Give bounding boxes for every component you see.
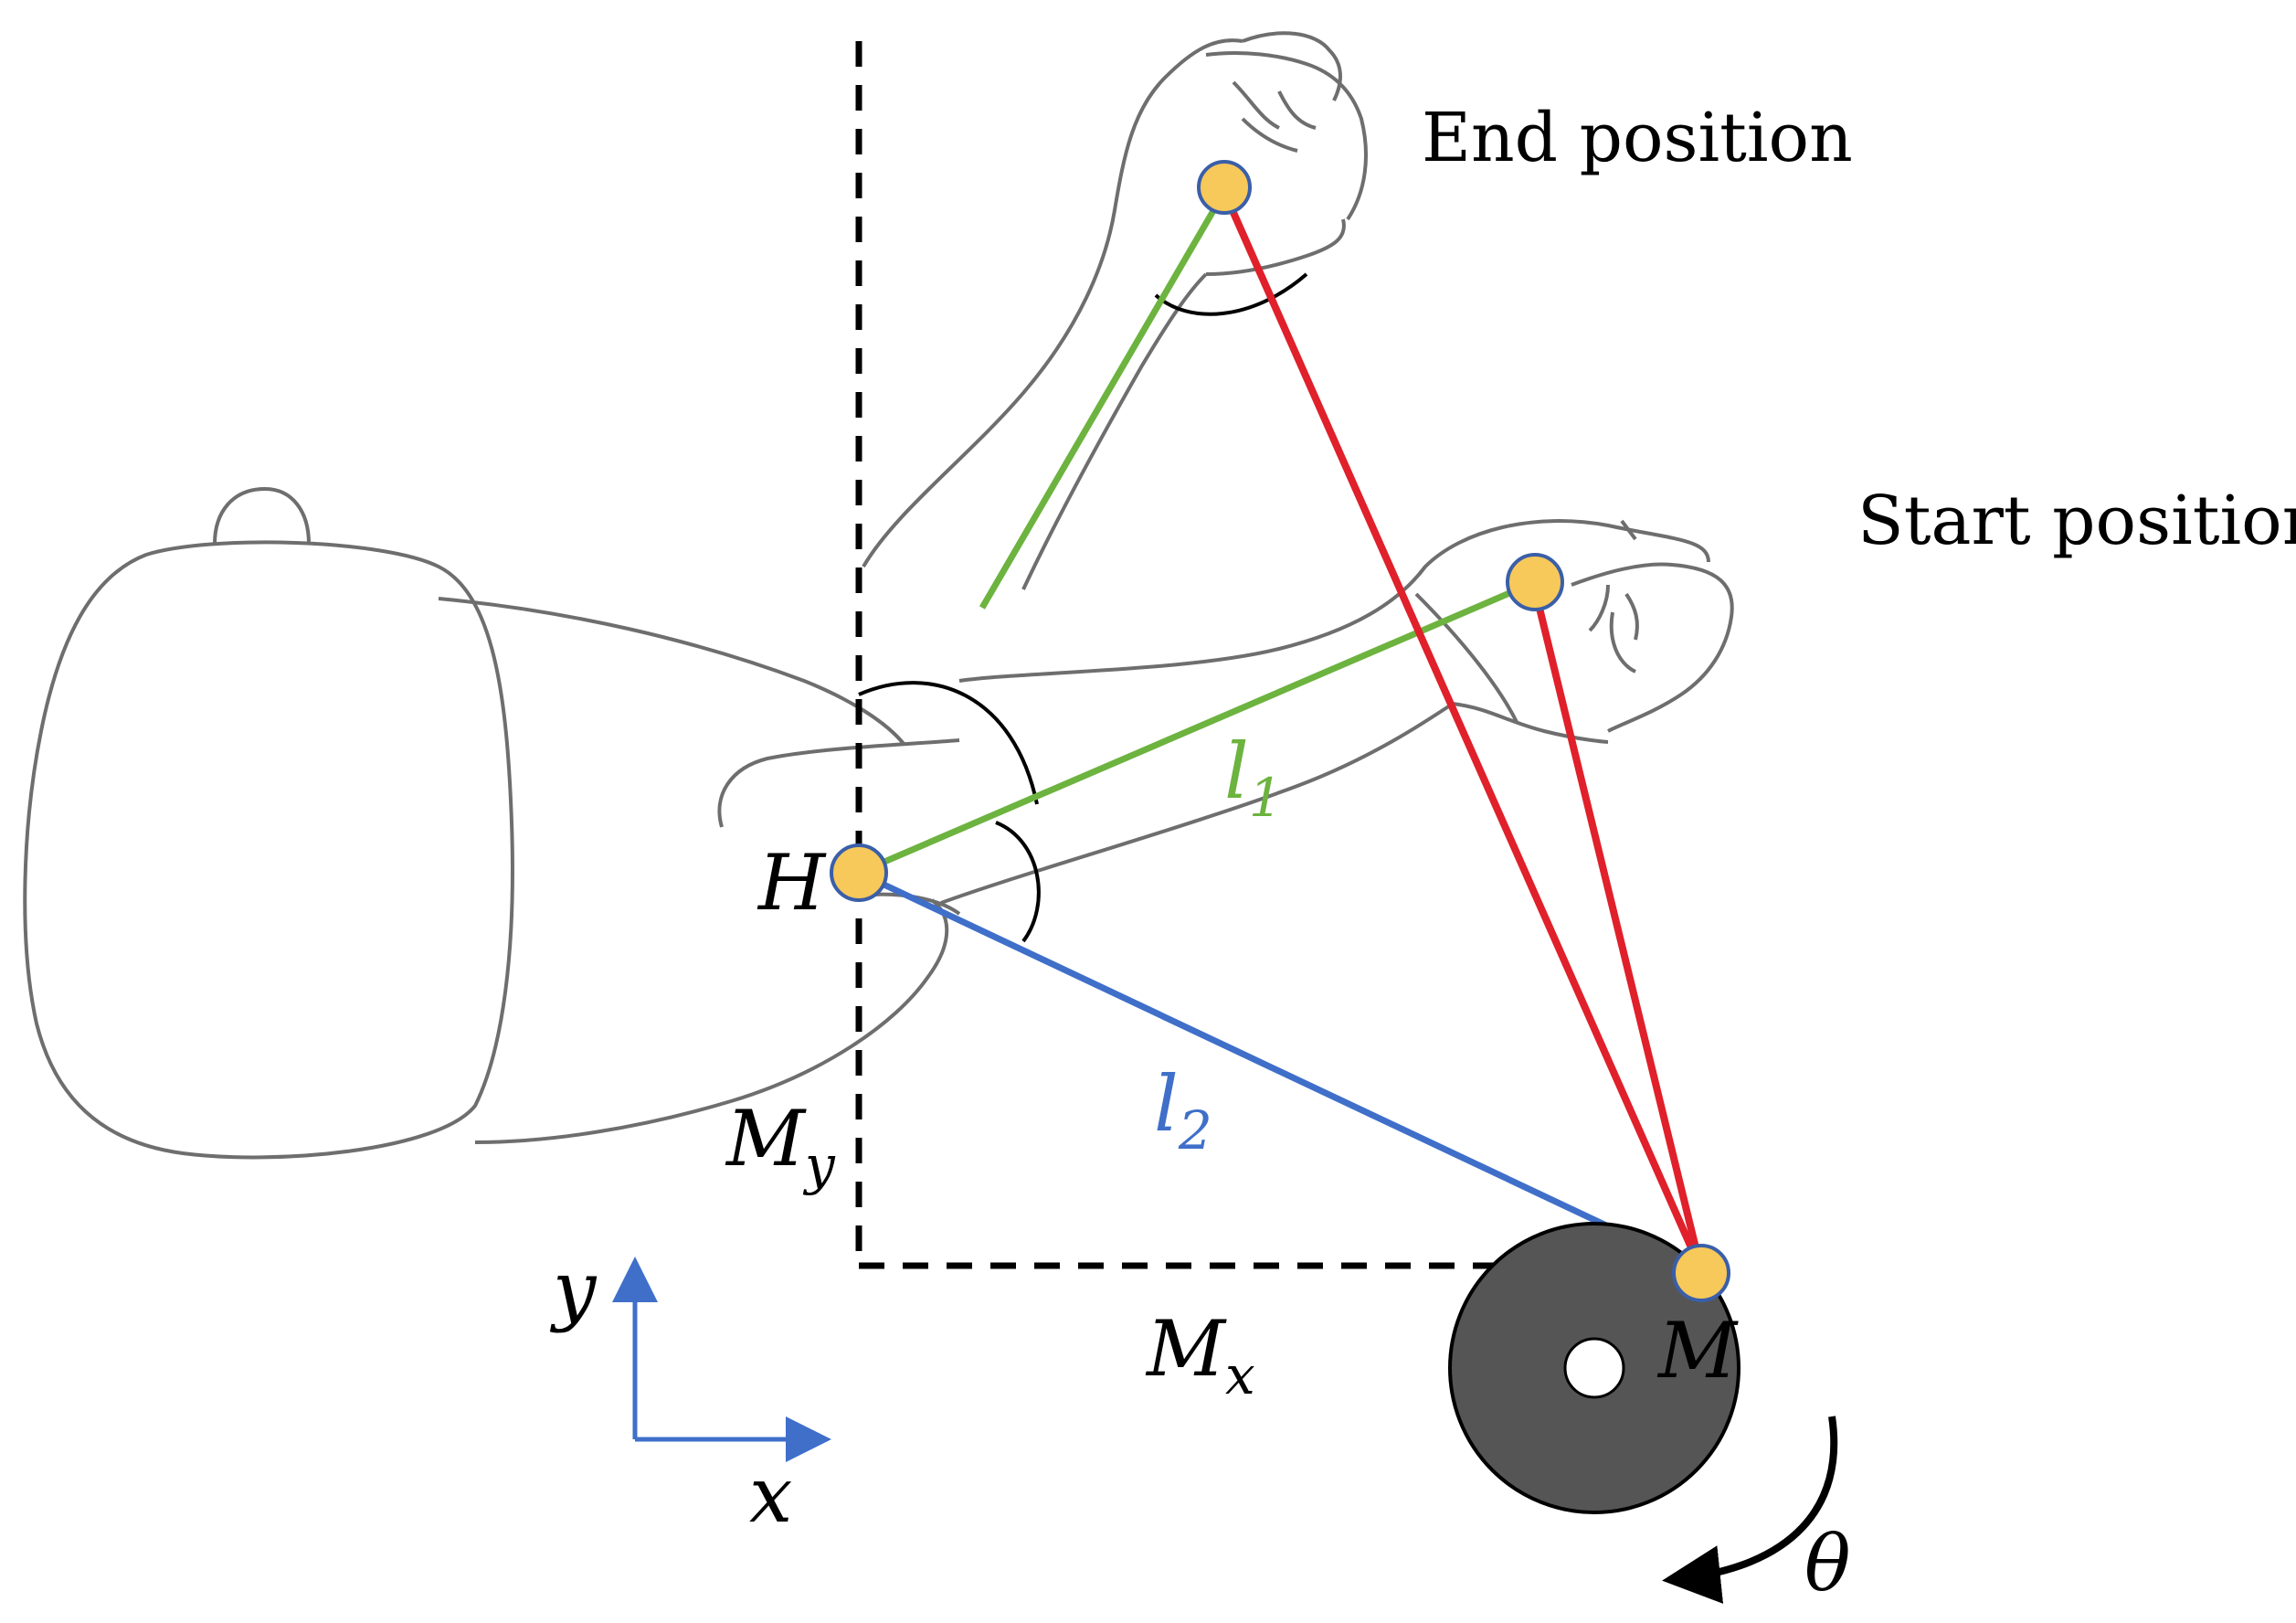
end-position-label: End position [1422,99,1853,177]
axis-x-label: x [749,1450,792,1540]
angle-arcs [858,272,1308,943]
h-label: H [757,838,827,928]
rotation-arrow [1662,1416,1838,1604]
coordinate-axes [612,1257,831,1462]
motor-disc [1448,1222,1741,1514]
joint-wrist-start [1506,553,1564,611]
joints [830,160,1730,1302]
cables [1221,188,1705,1274]
joint-h [830,843,888,902]
theta-label: θ [1804,1519,1851,1608]
joint-wrist-end [1197,160,1252,215]
my-label: My [725,1094,836,1196]
axis-y-label: y [549,1245,598,1334]
forearm-end-outline [862,31,1368,590]
forearm-start-outline [940,519,1734,905]
head-outline [23,486,961,1160]
link-l2 [857,869,1703,1274]
l2-label: l2 [1154,1059,1212,1162]
joint-m [1672,1244,1730,1302]
dashed-reference [855,41,1699,1269]
motor-shaft-hole [1563,1337,1625,1399]
mx-label: Mx [1145,1304,1255,1406]
link-l1-start [857,578,1537,876]
start-position-label: Start position [1857,482,2296,560]
link-l1-end [979,190,1228,610]
l1-label: l1 [1224,727,1283,829]
m-label: M [1656,1306,1739,1395]
